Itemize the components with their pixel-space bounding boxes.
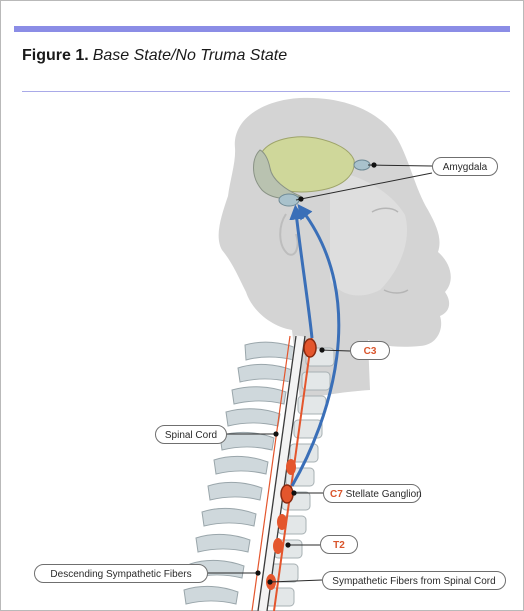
c7-name: Stellate Ganglion [346, 489, 422, 500]
c7-code: C7 [330, 489, 343, 500]
sympathetic-fibers-callout: Sympathetic Fibers from Spinal Cord [322, 571, 506, 590]
ganglion [286, 459, 296, 475]
ganglion [277, 514, 287, 530]
c3-callout: C3 [350, 341, 390, 360]
spinal-cord-callout: Spinal Cord [155, 425, 227, 444]
c7-ganglion [281, 485, 293, 503]
descending-fibers-callout: Descending Sympathetic Fibers [34, 564, 208, 583]
t2-callout: T2 [320, 535, 358, 554]
t2-ganglion [273, 538, 283, 554]
amygdala-node [354, 160, 370, 170]
amygdala-callout: Amygdala [432, 157, 498, 176]
c3-ganglion [304, 339, 316, 357]
c7-callout: C7 Stellate Ganglion [323, 484, 421, 503]
